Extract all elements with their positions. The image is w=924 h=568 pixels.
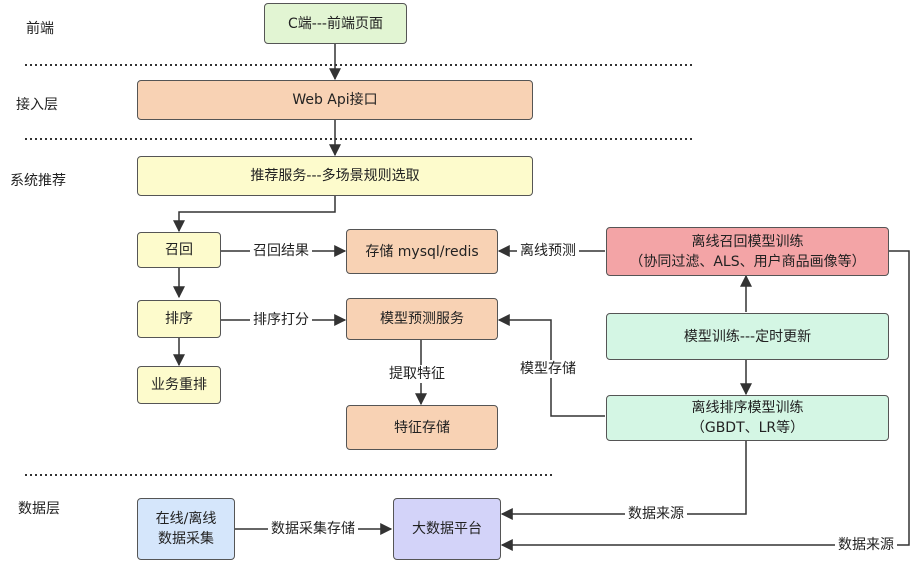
node-web-api-label: Web Api接口: [292, 92, 378, 108]
edge-label-data-source-1: 数据来源: [625, 505, 687, 523]
node-predict: 模型预测服务: [346, 298, 498, 340]
node-model-train-label: 模型训练---定时更新: [683, 328, 812, 345]
layer-label-access: 接入层: [16, 97, 58, 113]
arrow-offline-recall-to-bigdata: [500, 250, 910, 551]
node-rerank: 业务重排: [137, 366, 221, 404]
node-predict-label: 模型预测服务: [380, 311, 464, 327]
node-recall-label: 召回: [165, 242, 193, 258]
node-data-collect-line1: 在线/离线: [155, 511, 217, 527]
node-rerank-label: 业务重排: [151, 377, 207, 393]
node-offline-rank-line1: 离线排序模型训练: [691, 400, 804, 416]
node-storage-label: 存储 mysql/redis: [365, 243, 479, 260]
node-feature-store-label: 特征存储: [394, 419, 450, 436]
edge-label-data-source-2: 数据来源: [835, 536, 897, 554]
node-offline-recall-line2: （协同过滤、ALS、用户商品画像等）: [629, 253, 866, 270]
node-feature-store: 特征存储: [346, 405, 498, 450]
node-storage: 存储 mysql/redis: [346, 229, 498, 274]
node-bigdata-label: 大数据平台: [412, 521, 482, 537]
node-bigdata: 大数据平台: [393, 498, 501, 560]
edge-label-rank-score: 排序打分: [250, 311, 312, 329]
node-offline-rank: 离线排序模型训练 （GBDT、LR等）: [606, 395, 889, 441]
layer-label-frontend: 前端: [26, 21, 54, 37]
node-data-collect: 在线/离线 数据采集: [137, 498, 235, 560]
node-rec-service-label: 推荐服务---多场景规则选取: [250, 168, 420, 184]
node-offline-rank-line2: （GBDT、LR等）: [690, 420, 805, 436]
layer-label-data: 数据层: [18, 501, 60, 517]
node-offline-recall: 离线召回模型训练 （协同过滤、ALS、用户商品画像等）: [606, 227, 889, 276]
node-recall: 召回: [137, 232, 221, 268]
node-c-end: C端---前端页面: [264, 3, 407, 44]
node-rec-service: 推荐服务---多场景规则选取: [137, 156, 533, 196]
node-web-api: Web Api接口: [137, 80, 533, 120]
node-c-end-label: C端---前端页面: [288, 15, 383, 32]
edge-label-extract-feature: 提取特征: [386, 365, 448, 383]
node-rank: 排序: [137, 300, 221, 338]
edge-label-collect-storage: 数据采集存储: [268, 520, 358, 538]
edge-label-model-storage: 模型存储: [517, 360, 579, 378]
node-data-collect-line2: 数据采集: [158, 531, 214, 547]
node-model-train: 模型训练---定时更新: [606, 313, 889, 360]
arrow-rec-service-to-recall: [173, 196, 336, 233]
edge-label-offline-predict: 离线预测: [517, 242, 579, 260]
edge-label-recall-result: 召回结果: [250, 242, 312, 260]
node-rank-label: 排序: [165, 311, 193, 327]
node-offline-recall-line1: 离线召回模型训练: [691, 233, 804, 250]
arrow-offline-rank-to-bigdata: [500, 441, 747, 520]
layer-label-recommend: 系统推荐: [10, 173, 66, 189]
